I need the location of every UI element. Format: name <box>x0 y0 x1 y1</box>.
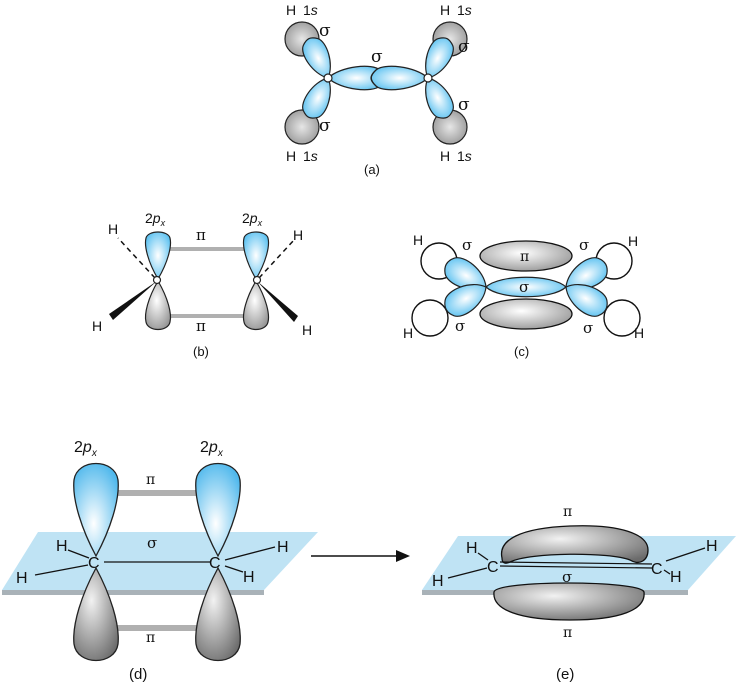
carbon-label: C <box>88 555 100 572</box>
hydrogen-label: H <box>440 2 450 18</box>
sigma-label: σ <box>579 236 589 254</box>
sigma-bond-line <box>499 561 653 565</box>
2px-lobe-upper <box>195 462 241 558</box>
pi-label: π <box>196 226 206 244</box>
carbon-nucleus <box>323 73 333 83</box>
hydrogen-label: H <box>670 569 682 586</box>
h1s-orbital <box>603 299 641 337</box>
2px-lobe-lower <box>144 279 172 331</box>
2px-lobe-lower <box>73 566 119 662</box>
orbital-label: 2px <box>74 439 98 459</box>
sigma-label: σ <box>319 21 331 41</box>
orbital-label: 1s <box>303 148 318 164</box>
pi-label: π <box>146 630 155 646</box>
panel-label-c: (c) <box>514 344 529 359</box>
carbon-nucleus <box>423 73 433 83</box>
hydrogen-label: H <box>440 148 450 164</box>
ch-bond-line <box>67 549 90 559</box>
hydrogen-label: H <box>56 538 68 555</box>
ch-bond-line <box>663 569 671 575</box>
wedge-bond <box>257 281 298 322</box>
ch-bond-line <box>447 567 488 579</box>
hydrogen-label: H <box>432 573 444 590</box>
carbon-nucleus <box>152 275 162 285</box>
panel-label-d: (d) <box>129 666 147 683</box>
pi-label: π <box>520 249 529 265</box>
pi-label: π <box>146 472 155 488</box>
orbital-label: 2px <box>242 210 263 228</box>
panel-label-b: (b) <box>193 344 209 359</box>
hydrogen-label: H <box>16 570 28 587</box>
h1s-orbital <box>411 299 449 337</box>
hydrogen-label: H <box>628 233 638 249</box>
hydrogen-label: H <box>286 148 296 164</box>
ch-bond-line <box>224 546 276 561</box>
pi-label: π <box>196 317 206 335</box>
hydrogen-label: H <box>706 538 718 555</box>
hydrogen-label: H <box>243 569 255 586</box>
ch-bond-line <box>34 564 89 576</box>
hydrogen-label: H <box>277 539 289 556</box>
carbon-nucleus <box>252 275 262 285</box>
sigma-label: σ <box>458 37 470 57</box>
carbon-label: C <box>487 559 499 576</box>
pi-cloud-upper <box>479 240 573 272</box>
hydrogen-label: H <box>466 540 478 557</box>
sigma-label: σ <box>455 317 465 335</box>
orbital-label: 1s <box>457 2 472 18</box>
sigma-label: σ <box>562 568 572 586</box>
hydrogen-label: H <box>634 325 644 341</box>
sigma-label: σ <box>319 116 331 136</box>
dashed-bond <box>117 237 156 279</box>
panel-a: H 1s H 1s H 1s H 1s σ σ σ σ σ (a) <box>284 2 472 177</box>
orbital-label: 2px <box>200 439 224 459</box>
hydrogen-label: H <box>108 221 118 237</box>
orbital-label: 2px <box>145 210 166 228</box>
sigma-label: σ <box>462 236 472 254</box>
panel-b: H H H H 2px 2px π π (b) <box>92 210 312 359</box>
panel-d: C C H H H H 2px 2px π σ π (d) <box>2 439 318 683</box>
orbital-label: 1s <box>457 148 472 164</box>
molecular-plane <box>2 532 318 590</box>
transition-arrow <box>311 550 410 562</box>
2px-lobe-lower <box>195 566 241 662</box>
carbon-label: C <box>651 561 663 578</box>
hydrogen-label: H <box>413 232 423 248</box>
ch-bond-line <box>224 565 244 573</box>
sigma-label: σ <box>519 278 529 296</box>
pi-cloud-lower <box>479 298 573 330</box>
hydrogen-label: H <box>403 325 413 341</box>
sigma-label: σ <box>458 95 470 115</box>
2px-lobe-lower <box>242 279 270 331</box>
wedge-bond <box>109 281 157 320</box>
sigma-bond-line <box>499 565 653 569</box>
sp2-lobe <box>370 65 429 91</box>
ch-bond-line <box>665 547 706 562</box>
sigma-label: σ <box>583 319 593 337</box>
hydrogen-label: H <box>302 322 312 338</box>
pi-label: π <box>563 625 572 641</box>
hydrogen-label: H <box>92 318 102 334</box>
panel-e: C C H H H H π σ π (e) <box>422 504 736 683</box>
panel-label-a: (a) <box>364 162 380 177</box>
hydrogen-label: H <box>293 227 303 243</box>
2px-lobe-upper <box>73 462 119 558</box>
sigma-label: σ <box>371 47 383 67</box>
pi-cloud-lower <box>493 582 645 621</box>
molecular-plane-edge <box>2 590 264 595</box>
carbon-label: C <box>209 555 221 572</box>
pi-label: π <box>563 504 572 520</box>
sigma-label: σ <box>147 534 157 552</box>
ch-bond-line <box>477 552 489 561</box>
orbital-label: 1s <box>303 2 318 18</box>
sigma-cc-orbital <box>485 276 567 298</box>
2px-lobe-upper <box>242 231 270 281</box>
panel-c: H H H H σ σ σ σ π σ (c) <box>403 232 644 359</box>
panel-label-e: (e) <box>556 666 574 683</box>
2px-lobe-upper <box>144 231 172 281</box>
hydrogen-label: H <box>286 2 296 18</box>
